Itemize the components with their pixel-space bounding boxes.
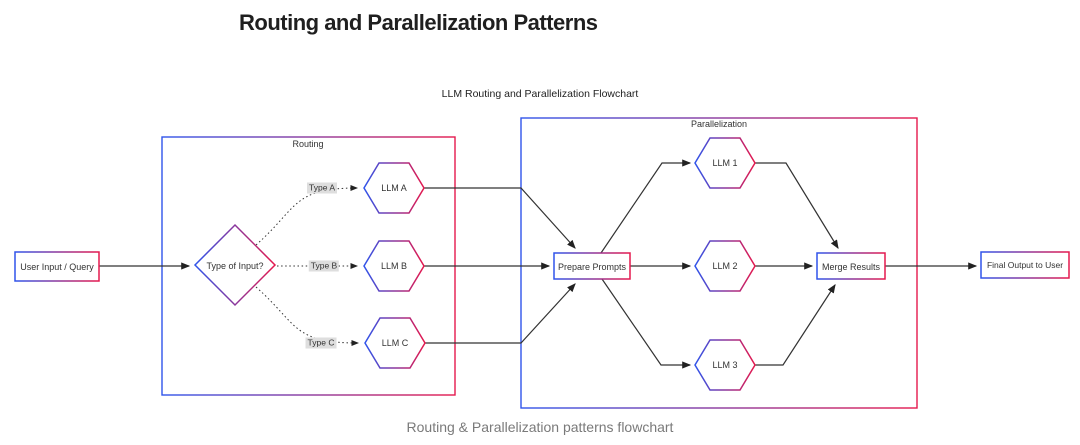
llm-3-hexagon [694,339,756,391]
page-title: Routing and Parallelization Patterns [239,10,598,35]
edge-decision-to-llm-c [255,286,359,346]
decision-diamond [193,223,277,307]
edge-llm-3-to-merge-results [755,283,836,366]
diagram-title: LLM Routing and Parallelization Flowchar… [441,88,639,100]
llm-a-label: LLM A [381,183,407,193]
routing-container-label: Routing [292,139,324,149]
edge-prepare-prompts-to-llm-3 [601,278,692,369]
edge-llm-1-to-merge-results [755,162,839,250]
llm-b-label: LLM B [380,261,408,271]
llm-c-hexagon [364,317,426,369]
edge-label-type-a: Type A [307,182,337,194]
decision-label: Type of Input? [206,261,264,271]
llm-1-hexagon [694,137,756,189]
llm-a-hexagon [363,162,425,214]
llm-2-label: LLM 2 [712,261,738,271]
final-output-node [980,251,1070,279]
llm-3-label: LLM 3 [712,360,738,370]
prepare-prompts-label: Prepare Prompts [557,262,627,272]
diagram-caption: Routing & Parallelization patterns flowc… [406,419,674,435]
merge-results-node [816,252,886,280]
user-input-label: User Input / Query [20,262,94,272]
llm-1-label: LLM 1 [712,158,738,168]
edge-label-type-b: Type B [308,260,340,272]
edge-label-type-c: Type C [305,337,337,349]
parallelization-container-label: Parallelization [690,119,748,129]
user-input-node [14,251,100,282]
parallelization-container [520,117,918,409]
llm-c-label: LLM C [381,338,409,348]
llm-b-hexagon [363,240,425,292]
edge-prepare-prompts-to-llm-1 [600,159,692,254]
final-output-label: Final Output to User [986,260,1064,270]
edge-llm-a-to-prepare-prompts [423,187,576,249]
prepare-prompts-node [553,252,631,280]
edge-decision-to-llm-a [255,185,358,246]
merge-results-label: Merge Results [821,262,881,272]
edge-llm-c-to-prepare-prompts [424,283,576,344]
llm-2-hexagon [694,240,756,292]
